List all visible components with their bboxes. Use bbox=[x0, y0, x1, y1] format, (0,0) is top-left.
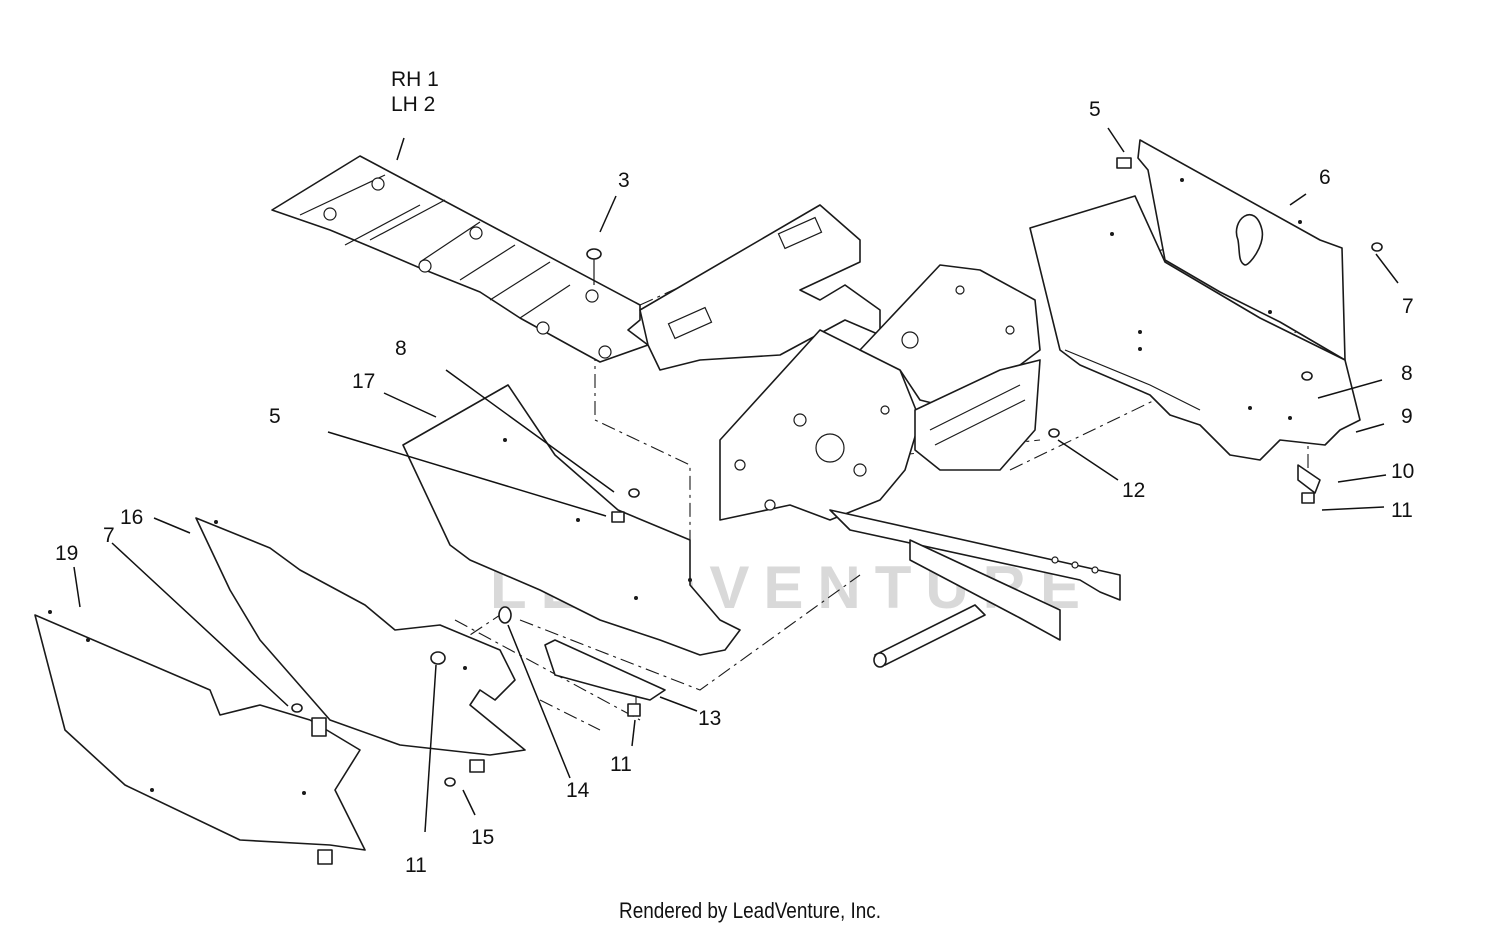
callout-lh2: LH 2 bbox=[391, 93, 435, 116]
callout-5-top: 5 bbox=[1089, 98, 1101, 121]
bracket-6 bbox=[1137, 139, 1346, 361]
callout-8-left: 8 bbox=[395, 337, 407, 360]
screw-3 bbox=[586, 248, 602, 285]
callout-11-right: 11 bbox=[1391, 499, 1413, 522]
main-frame bbox=[639, 204, 1121, 668]
callout-17: 17 bbox=[352, 370, 375, 393]
callout-rh1: RH 1 bbox=[391, 68, 439, 91]
callout-7-right: 7 bbox=[1402, 295, 1414, 318]
callout-9: 9 bbox=[1401, 405, 1413, 428]
callout-12: 12 bbox=[1122, 479, 1145, 502]
callout-5-left: 5 bbox=[269, 405, 281, 428]
leader-lines bbox=[73, 127, 1399, 833]
floor-pan-9 bbox=[1029, 195, 1361, 461]
callout-7-left: 7 bbox=[103, 524, 115, 547]
callout-10: 10 bbox=[1391, 460, 1414, 483]
callout-19: 19 bbox=[55, 542, 78, 565]
callout-labels: RH 1 LH 2 3 5 6 7 8 9 10 11 12 8 17 5 16… bbox=[55, 68, 1414, 877]
callout-14: 14 bbox=[566, 779, 590, 802]
callout-8-right: 8 bbox=[1401, 362, 1413, 385]
panel-19 bbox=[34, 610, 366, 865]
callout-6: 6 bbox=[1319, 166, 1331, 189]
panel-16 bbox=[195, 517, 526, 756]
callout-15: 15 bbox=[471, 826, 494, 849]
bracket-13 bbox=[544, 639, 666, 717]
fasteners bbox=[291, 157, 1383, 787]
callout-3: 3 bbox=[618, 169, 630, 192]
render-credit: Rendered by LeadVenture, Inc. bbox=[619, 898, 881, 923]
pan-17 bbox=[402, 384, 741, 656]
footrest-plate bbox=[271, 155, 649, 363]
callout-13: 13 bbox=[698, 707, 721, 730]
callout-11-bottom: 11 bbox=[405, 854, 427, 877]
callout-16: 16 bbox=[120, 506, 143, 529]
callout-11-center: 11 bbox=[610, 753, 632, 776]
